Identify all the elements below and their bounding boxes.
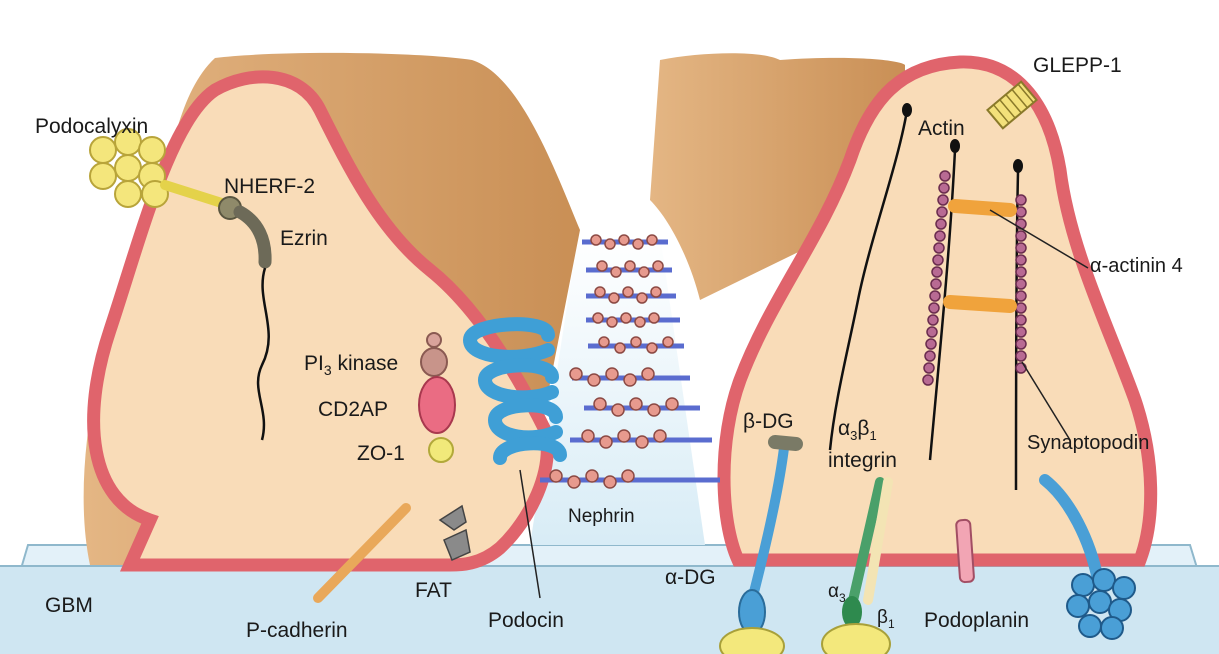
label-zo1: ZO-1 bbox=[357, 442, 405, 465]
label-glepp1: GLEPP-1 bbox=[1033, 54, 1122, 77]
label-fat: FAT bbox=[415, 579, 452, 602]
label-gbm: GBM bbox=[45, 594, 93, 617]
label-beta-dg: β-DG bbox=[743, 410, 794, 433]
label-podoplanin: Podoplanin bbox=[924, 609, 1029, 632]
label-nephrin: Nephrin bbox=[568, 506, 635, 527]
label-p-cadherin: P-cadherin bbox=[246, 619, 348, 642]
label-cd2ap: CD2AP bbox=[318, 398, 388, 421]
label-alpha-actinin-4: α-actinin 4 bbox=[1090, 255, 1183, 277]
beta-dg-cap bbox=[775, 442, 796, 444]
podocalyxin-cluster bbox=[90, 129, 168, 207]
left-foot-process bbox=[84, 53, 580, 565]
pi3-kinase-protein bbox=[421, 348, 447, 376]
label-actin: Actin bbox=[918, 117, 965, 140]
label-nherf2: NHERF-2 bbox=[224, 175, 315, 198]
label-podocalyxin: Podocalyxin bbox=[35, 115, 148, 138]
pi3-kinase-small bbox=[427, 333, 441, 347]
label-podocin: Podocin bbox=[488, 609, 564, 632]
right-foot-process bbox=[650, 53, 1151, 560]
label-pi3-kinase: PI3 kinase bbox=[304, 352, 398, 378]
label-ezrin: Ezrin bbox=[280, 227, 328, 250]
podoplanin-protein bbox=[956, 520, 974, 583]
cd2ap-protein bbox=[419, 377, 455, 433]
label-integrin: integrin bbox=[828, 449, 897, 472]
label-alpha-dg: α-DG bbox=[665, 566, 716, 589]
label-synaptopodin: Synaptopodin bbox=[1027, 432, 1149, 454]
zo1-protein bbox=[429, 438, 453, 462]
